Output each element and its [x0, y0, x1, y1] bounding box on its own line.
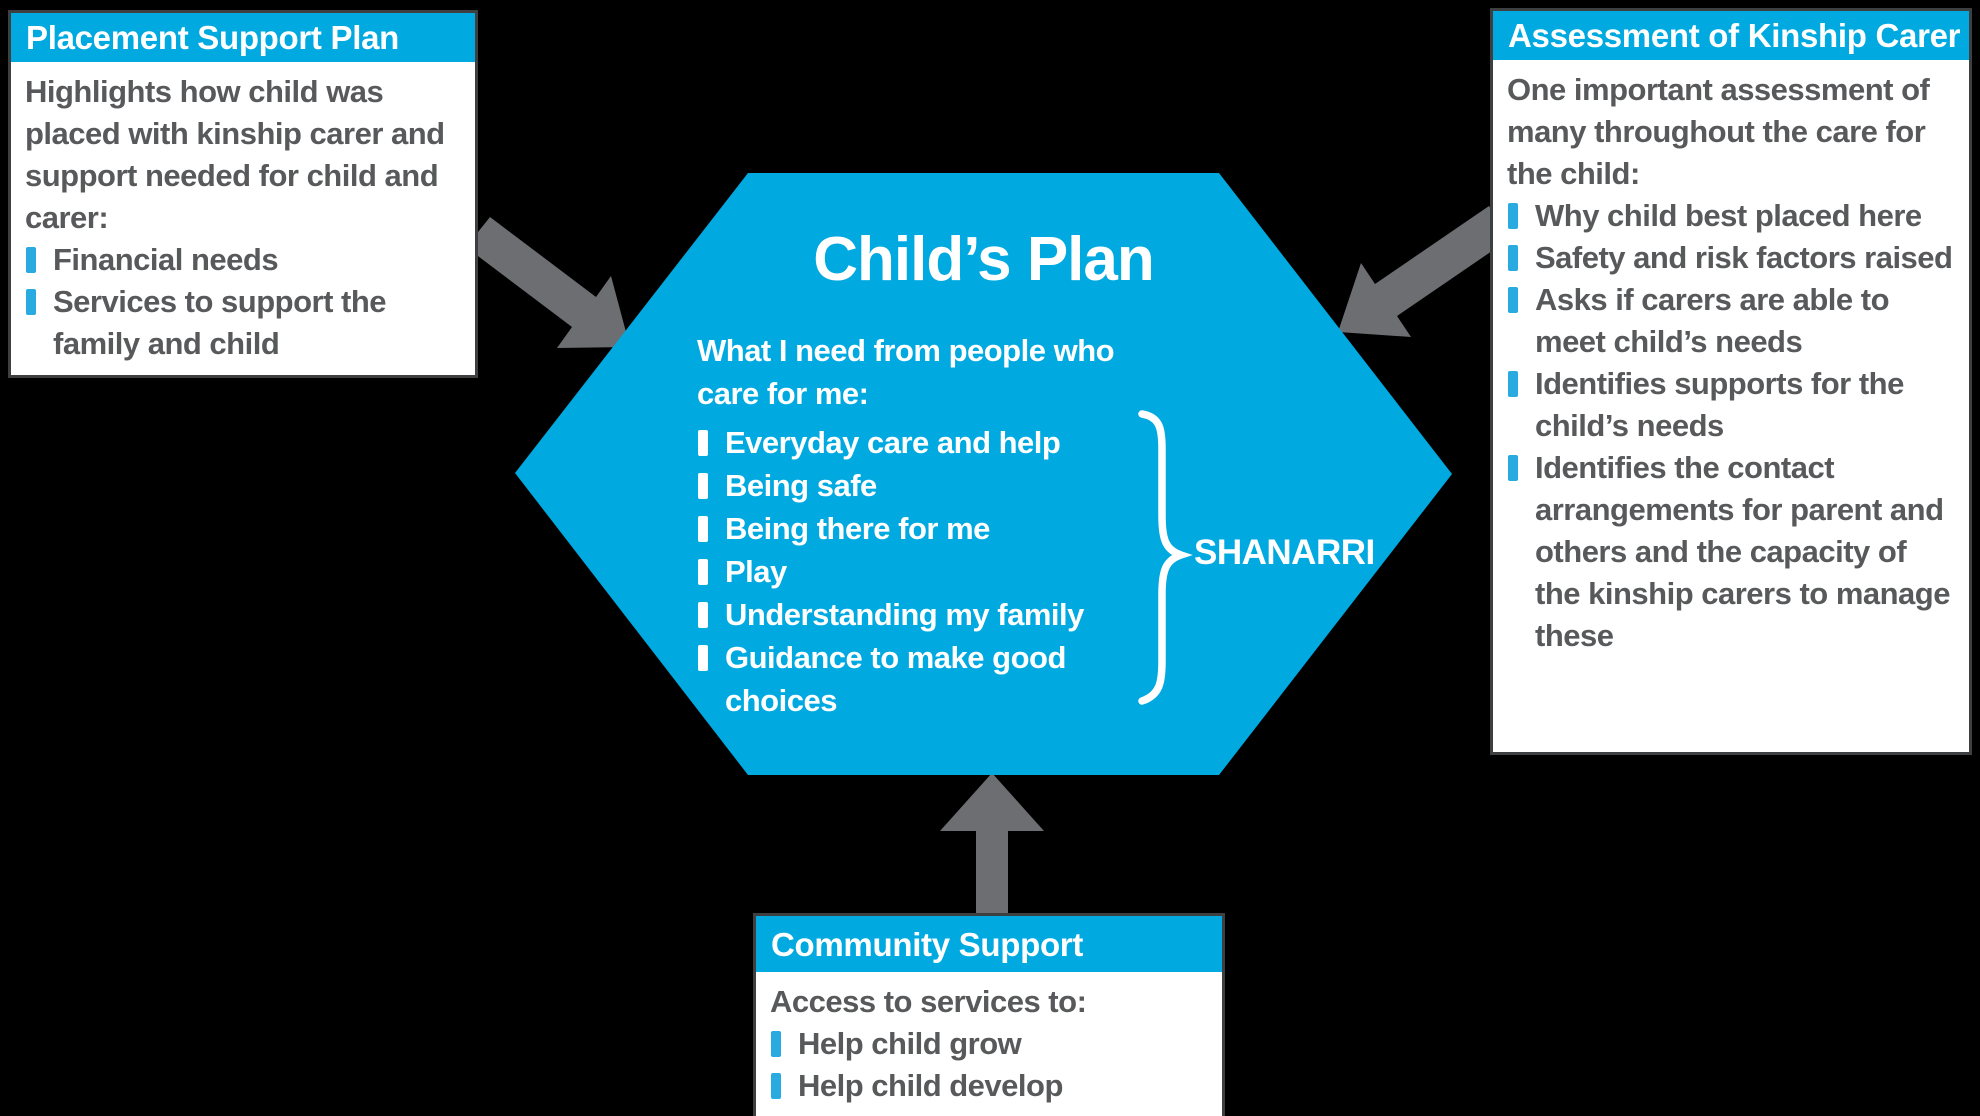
- community-box-title: Community Support: [756, 916, 1222, 972]
- bullet-bar-icon: [771, 1031, 781, 1057]
- placement-support-plan-box: Placement Support Plan Highlights how ch…: [8, 10, 478, 378]
- list-item: Services to support the family and child: [25, 281, 462, 365]
- bullet-bar-icon: [1508, 203, 1518, 229]
- shanarri-label: SHANARRI: [1194, 533, 1375, 572]
- hexagon-intro: What I need from people who care for me:: [697, 333, 1115, 411]
- shanarri-brace-icon: [1138, 410, 1193, 705]
- bullet-bar-icon: [698, 473, 708, 499]
- community-box-body: Access to services to: Help child grow H…: [756, 972, 1222, 1116]
- bullet-bar-icon: [26, 247, 36, 273]
- bullet-bar-icon: [698, 430, 708, 456]
- list-item: Play: [697, 550, 1135, 593]
- list-item: Why child best placed here: [1507, 195, 1956, 237]
- bullet-bar-icon: [1508, 287, 1518, 313]
- bullet-bar-icon: [1508, 371, 1518, 397]
- assessment-box-title: Assessment of Kinship Carer: [1493, 11, 1969, 60]
- bullet-bar-icon: [698, 602, 708, 628]
- placement-bullet-list: Financial needs Services to support the …: [25, 239, 462, 365]
- list-item: Safety and risk factors raised: [1507, 237, 1956, 279]
- assessment-of-kinship-carer-box: Assessment of Kinship Carer One importan…: [1490, 8, 1972, 755]
- placement-box-intro: Highlights how child was placed with kin…: [25, 74, 445, 235]
- hexagon-shape: [515, 173, 1452, 775]
- hexagon-body: What I need from people who care for me:…: [697, 329, 1135, 722]
- list-item: Being safe: [697, 464, 1135, 507]
- bullet-bar-icon: [26, 289, 36, 315]
- list-item: Help child grow: [770, 1023, 1209, 1065]
- bullet-bar-icon: [698, 559, 708, 585]
- placement-box-body: Highlights how child was placed with kin…: [11, 62, 475, 375]
- bullet-bar-icon: [1508, 245, 1518, 271]
- placement-box-title: Placement Support Plan: [11, 13, 475, 62]
- list-item: Identifies supports for the child’s need…: [1507, 363, 1956, 447]
- community-box-intro: Access to services to:: [770, 984, 1087, 1019]
- arrow-from-community-icon: [940, 773, 1044, 915]
- arrow-from-assessment-icon: [1338, 206, 1511, 337]
- assessment-box-intro: One important assessment of many through…: [1507, 72, 1930, 191]
- list-item: Help child develop: [770, 1065, 1209, 1107]
- list-item: Identifies the contact arrangements for …: [1507, 447, 1956, 657]
- bullet-bar-icon: [771, 1073, 781, 1099]
- bullet-bar-icon: [698, 645, 708, 671]
- community-bullet-list: Help child grow Help child develop: [770, 1023, 1209, 1107]
- assessment-bullet-list: Why child best placed here Safety and ri…: [1507, 195, 1956, 657]
- list-item: Being there for me: [697, 507, 1135, 550]
- list-item: Financial needs: [25, 239, 462, 281]
- list-item: Understanding my family: [697, 593, 1135, 636]
- arrow-from-placement-icon: [466, 217, 630, 348]
- community-support-box: Community Support Access to services to:…: [753, 913, 1225, 1116]
- list-item: Guidance to make good choices: [697, 636, 1135, 722]
- list-item: Asks if carers are able to meet child’s …: [1507, 279, 1956, 363]
- hexagon-title: Child’s Plan: [813, 225, 1155, 294]
- bullet-bar-icon: [1508, 455, 1518, 481]
- hexagon-bullet-list: Everyday care and help Being safe Being …: [697, 421, 1135, 722]
- bullet-bar-icon: [698, 516, 708, 542]
- assessment-box-body: One important assessment of many through…: [1493, 60, 1969, 667]
- list-item: Everyday care and help: [697, 421, 1135, 464]
